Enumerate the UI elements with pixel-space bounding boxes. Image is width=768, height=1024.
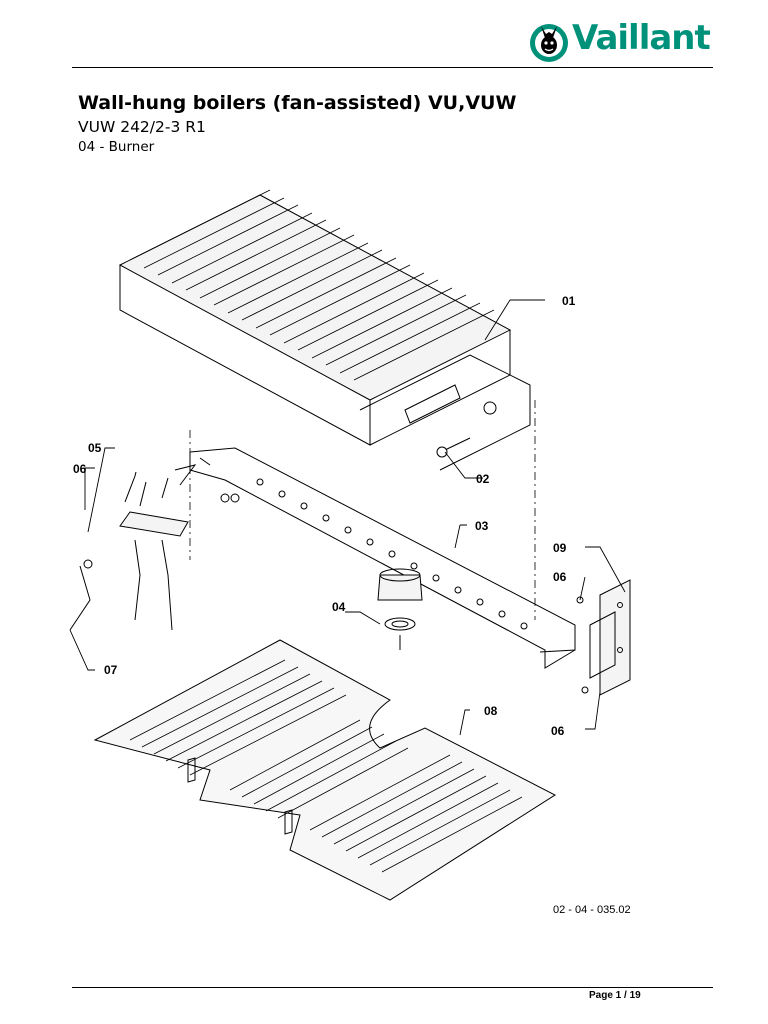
callout-06-left: 06 bbox=[73, 462, 87, 476]
burner-block bbox=[118, 189, 531, 471]
burner-exploded-diagram: 01 02 03 04 05 06 06 06 07 08 09 bbox=[69, 189, 631, 901]
callout-06-right-bottom: 06 bbox=[551, 724, 565, 738]
callout-05: 05 bbox=[88, 441, 102, 455]
brand-name: Vaillant bbox=[572, 18, 711, 58]
callout-03: 03 bbox=[475, 519, 489, 533]
hare-logo-icon bbox=[530, 24, 568, 62]
page-number: Page 1 / 19 bbox=[589, 990, 641, 1001]
callout-04: 04 bbox=[332, 600, 346, 614]
callout-01: 01 bbox=[562, 294, 576, 308]
header-divider bbox=[72, 67, 713, 68]
callout-07: 07 bbox=[104, 663, 118, 677]
section-label: 04 - Burner bbox=[78, 139, 155, 155]
page-title: Wall-hung boilers (fan-assisted) VU,VUW bbox=[78, 92, 517, 114]
callout-08: 08 bbox=[484, 704, 498, 718]
screw-02 bbox=[436, 437, 471, 458]
electrode-assembly bbox=[69, 464, 197, 631]
drawing-number: 02 - 04 - 035.02 bbox=[553, 904, 631, 916]
model-subtitle: VUW 242/2-3 R1 bbox=[78, 118, 206, 136]
callout-09: 09 bbox=[553, 541, 567, 555]
leader-lines bbox=[69, 299, 626, 736]
footer-divider bbox=[72, 987, 713, 988]
gas-manifold bbox=[189, 447, 576, 669]
vaillant-logo: Vaillant bbox=[528, 14, 718, 66]
callout-06-right-top: 06 bbox=[553, 570, 567, 584]
gas-connector bbox=[377, 568, 423, 650]
alignment-lines bbox=[189, 400, 536, 620]
callout-02: 02 bbox=[476, 472, 490, 486]
bracket bbox=[576, 579, 631, 696]
heat-shield-plate bbox=[93, 639, 557, 901]
